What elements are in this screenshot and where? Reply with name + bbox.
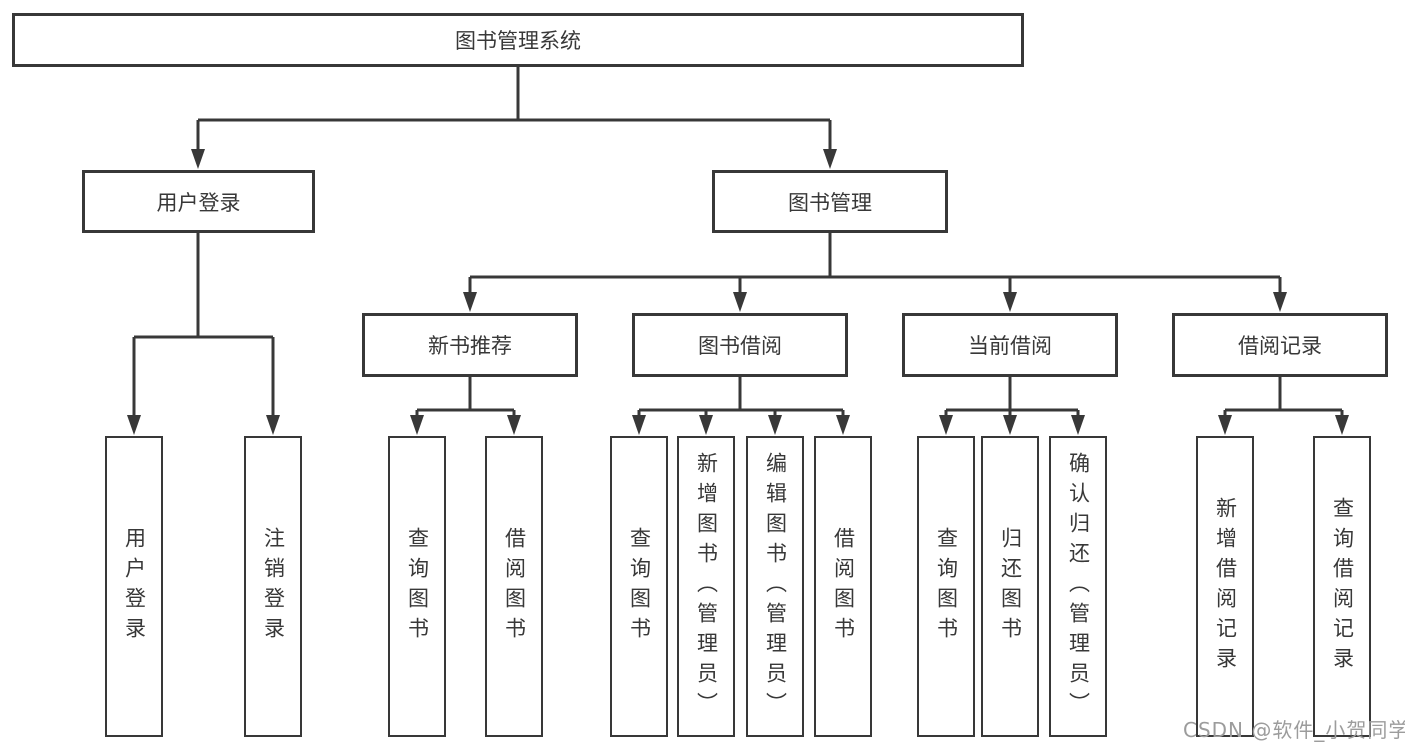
leaf-query-books-borrow: 查询图书 [610, 436, 668, 737]
node-label: 图书管理系统 [455, 29, 581, 53]
leaf-query-books-current: 查询图书 [917, 436, 975, 737]
node-user-login: 用户登录 [82, 170, 315, 233]
node-book-borrow: 图书借阅 [632, 313, 848, 377]
node-label: 用户登录 [156, 190, 241, 215]
node-label: 图书借阅 [698, 334, 782, 358]
node-label: 当前借阅 [968, 334, 1052, 358]
leaf-label: 新增借阅记录 [1213, 496, 1238, 677]
node-label: 图书管理 [788, 190, 872, 215]
leaf-label: 注销登录 [261, 526, 286, 647]
watermark: CSDN @软件_小贺同学 [1183, 718, 1405, 742]
leaf-label: 确认归还（管理员） [1066, 451, 1091, 722]
leaf-borrow-books-recommend: 借阅图书 [485, 436, 543, 737]
leaf-logout: 注销登录 [244, 436, 302, 737]
node-label: 借阅记录 [1238, 334, 1322, 358]
leaf-label: 查询图书 [405, 526, 430, 647]
leaf-return-book: 归还图书 [981, 436, 1039, 737]
leaf-label: 查询图书 [934, 526, 959, 647]
leaf-confirm-return-admin: 确认归还（管理员） [1049, 436, 1107, 737]
leaf-query-borrow-record: 查询借阅记录 [1313, 436, 1371, 737]
leaf-add-book-admin: 新增图书（管理员） [677, 436, 735, 737]
leaf-label: 新增图书（管理员） [694, 451, 719, 722]
leaf-user-login: 用户登录 [105, 436, 163, 737]
leaf-label: 归还图书 [998, 526, 1023, 647]
node-label: 新书推荐 [428, 334, 512, 358]
node-borrow-records: 借阅记录 [1172, 313, 1388, 377]
leaf-edit-book-admin: 编辑图书（管理员） [746, 436, 804, 737]
leaf-label: 查询图书 [627, 526, 652, 647]
leaf-label: 用户登录 [122, 526, 147, 647]
node-new-book-recommend: 新书推荐 [362, 313, 578, 377]
leaf-label: 借阅图书 [502, 526, 527, 647]
node-book-management-system: 图书管理系统 [12, 13, 1024, 67]
leaf-label: 查询借阅记录 [1330, 496, 1355, 677]
leaf-borrow-books-borrow: 借阅图书 [814, 436, 872, 737]
node-current-borrow: 当前借阅 [902, 313, 1118, 377]
leaf-query-books-recommend: 查询图书 [388, 436, 446, 737]
leaf-label: 编辑图书（管理员） [763, 451, 788, 722]
node-book-management: 图书管理 [712, 170, 948, 233]
leaf-add-borrow-record: 新增借阅记录 [1196, 436, 1254, 737]
leaf-label: 借阅图书 [831, 526, 856, 647]
